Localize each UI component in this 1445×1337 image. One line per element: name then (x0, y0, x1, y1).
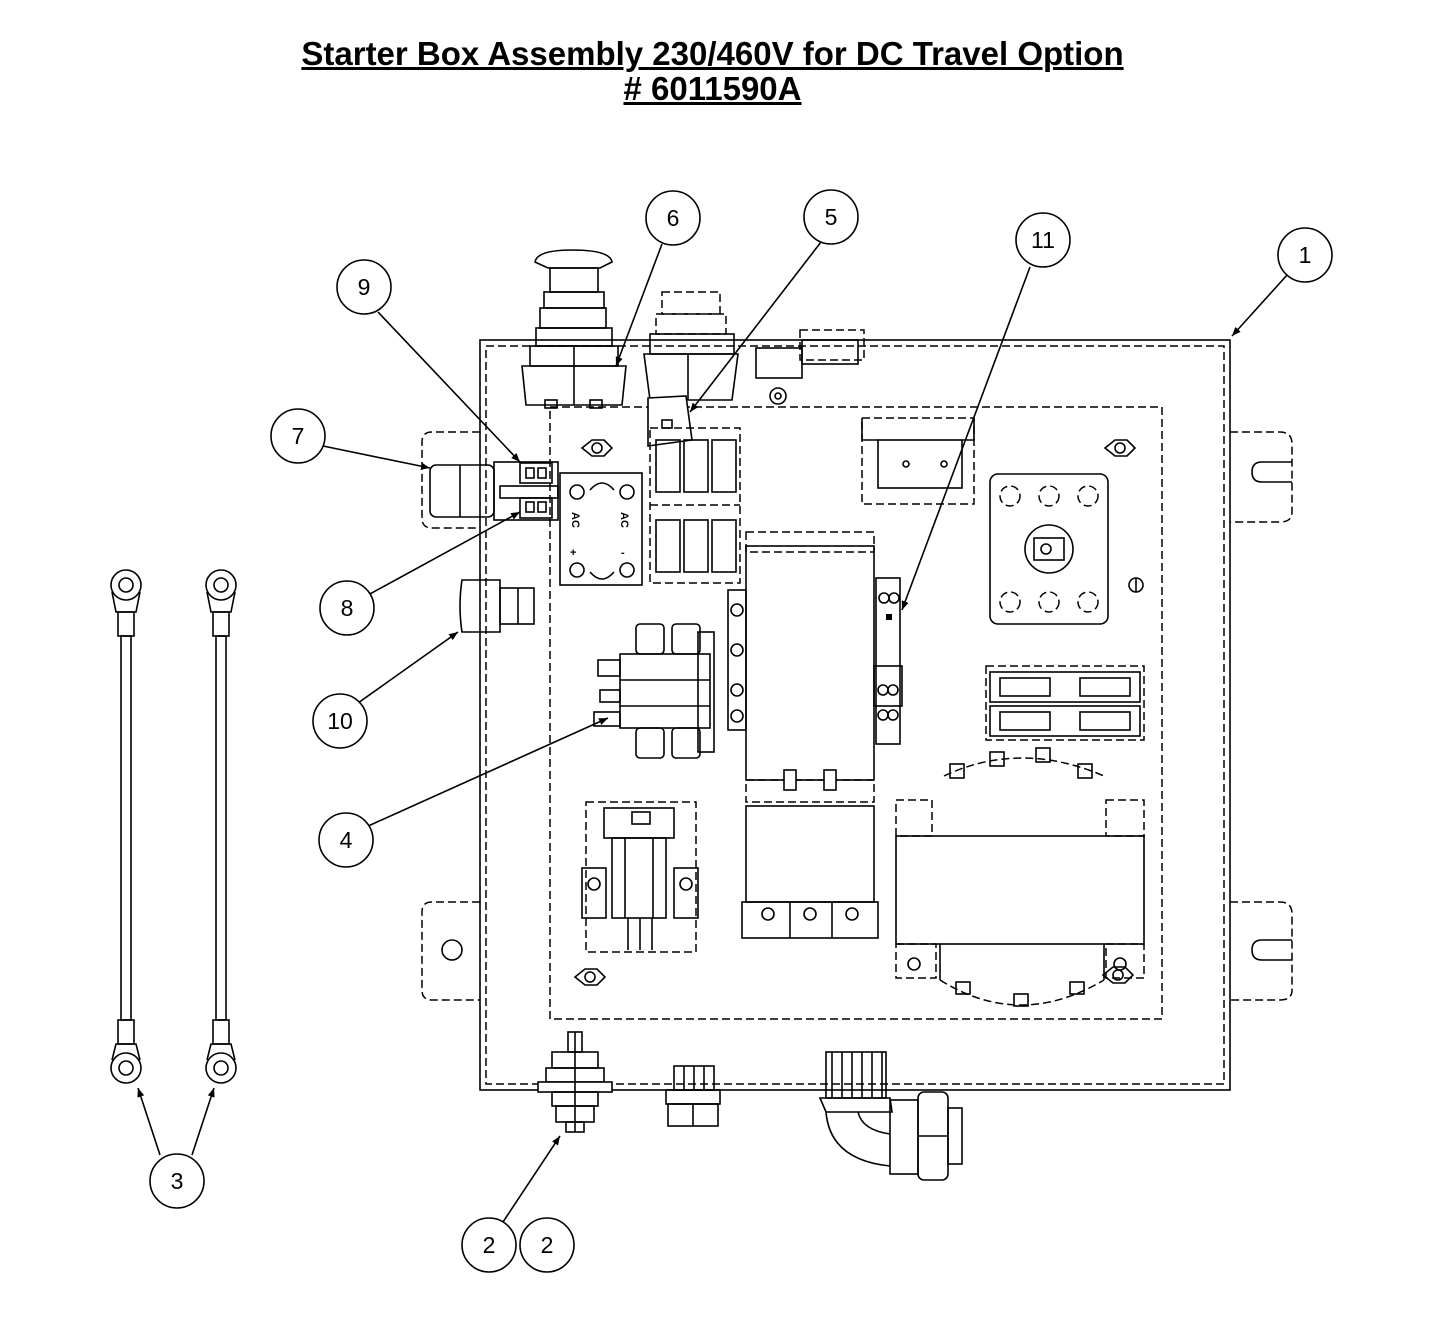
callout-8: 8 (319, 580, 375, 636)
mounting-nut (573, 968, 607, 986)
part-number: # 6011590A (623, 70, 802, 107)
emergency-stop-button (521, 249, 627, 409)
callout-3: 3 (149, 1153, 205, 1209)
motor-contactor (727, 531, 875, 803)
transformer-tap (949, 747, 1093, 1007)
fuse-holder (985, 665, 1145, 741)
disconnect-switch (989, 473, 1144, 625)
enclosure (421, 339, 1293, 1091)
jumper-cable (110, 569, 142, 1084)
svg-text:7: 7 (292, 423, 305, 449)
conduit-fitting (665, 1065, 721, 1127)
mounting-nut (580, 439, 614, 457)
ac-terminal-label: AC (569, 512, 581, 528)
callout-2: 2 (519, 1217, 575, 1273)
callout-5: 5 (803, 189, 859, 245)
callout-1: 1 (1277, 227, 1333, 283)
callout-11: 11 (1015, 212, 1071, 268)
leader-lines (137, 241, 1289, 1223)
transformer (895, 747, 1145, 1007)
callout-6: 6 (645, 190, 701, 246)
bridge-rectifier: AC AC + - (559, 472, 643, 586)
svg-text:10: 10 (327, 708, 353, 734)
terminal-connector (499, 462, 559, 519)
relay (593, 623, 715, 759)
ac-terminal-label: AC (618, 512, 630, 528)
callout-9: 9 (336, 259, 392, 315)
jumper-cable (205, 569, 237, 1084)
cap-plug (459, 579, 535, 633)
mounting-nut (1103, 439, 1137, 457)
svg-text:5: 5 (825, 204, 838, 230)
svg-text:4: 4 (340, 827, 353, 853)
callout-10: 10 (312, 693, 368, 749)
backplate (549, 406, 1163, 1020)
svg-text:2: 2 (483, 1232, 496, 1258)
top-bracket (755, 329, 865, 405)
callout-2: 2 (461, 1217, 517, 1273)
svg-text:1: 1 (1299, 242, 1312, 268)
callout-7: 7 (270, 408, 326, 464)
auxiliary-contact-block (873, 577, 903, 745)
svg-text:11: 11 (1031, 227, 1055, 253)
svg-text:9: 9 (358, 274, 371, 300)
terminal-block (861, 417, 975, 505)
svg-text:8: 8 (341, 595, 354, 621)
title-block: Starter Box Assembly 230/460V for DC Tra… (0, 36, 1425, 106)
svg-text:2: 2 (541, 1232, 554, 1258)
drawing-title: Starter Box Assembly 230/460V for DC Tra… (301, 35, 1124, 72)
svg-text:3: 3 (171, 1168, 184, 1194)
dc-minus-label: - (621, 547, 625, 559)
conduit-elbow (818, 1051, 963, 1181)
dc-plus-label: + (570, 547, 576, 559)
fuse-block (649, 427, 741, 584)
callout-4: 4 (318, 812, 374, 868)
reversing-contactor (741, 805, 879, 939)
svg-text:6: 6 (667, 205, 680, 231)
start-button (643, 291, 739, 447)
control-relay (581, 801, 699, 953)
ground-stud (537, 1031, 613, 1133)
